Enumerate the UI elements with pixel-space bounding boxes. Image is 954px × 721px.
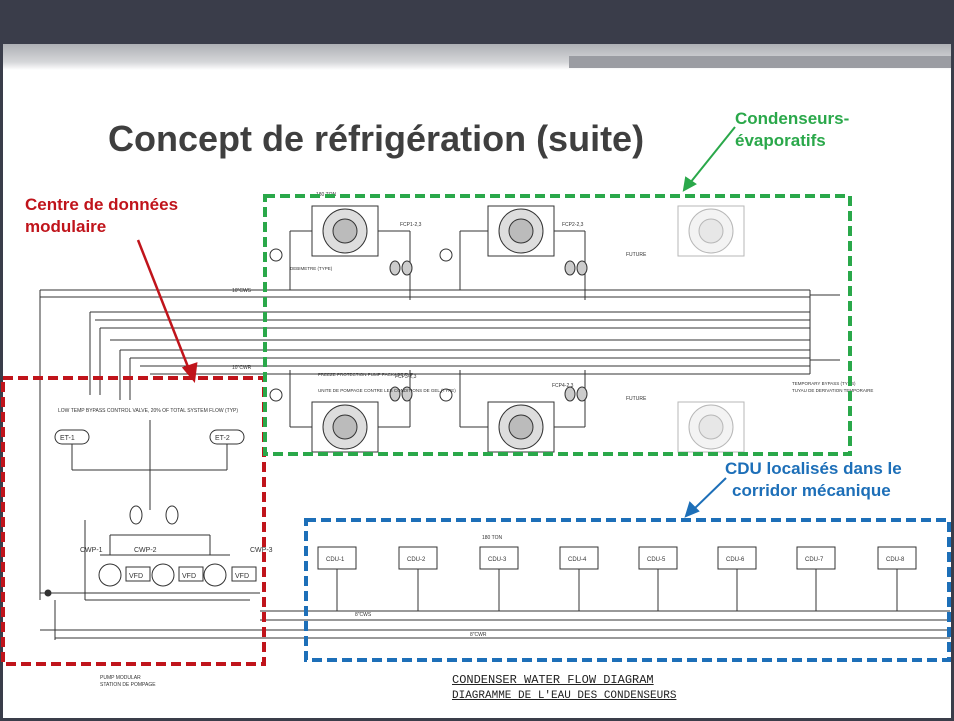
cdu-unit [717, 546, 757, 611]
cdu-unit [398, 546, 438, 611]
blue-dashed-box [304, 518, 951, 662]
cdu-unit [479, 546, 519, 611]
future-label-1: FUTURE [626, 252, 647, 258]
temp-bypass-note: TEMPORARY BYPASS (TYP.4) [792, 381, 856, 386]
fcp-label-1: FCP1-2,3 [400, 222, 422, 228]
pipe-label-cws: 8"CWS [355, 612, 372, 618]
pump-station [40, 420, 260, 601]
callout-evap-condensers-line1: Condenseurs- [735, 109, 850, 128]
callout-cdu: CDU localisés dans le corridor mécanique [725, 458, 902, 502]
callout-cdu-line2: corridor mécanique [732, 481, 891, 500]
diagram-caption-fr: DIAGRAMME DE L'EAU DES CONDENSEURS [452, 690, 677, 702]
callout-modular-datacenter-line1: Centre de données [25, 195, 179, 214]
pump-station-label: PUMP MODULAR [100, 675, 141, 681]
evaporative-condensers [269, 205, 745, 453]
condenser-unit-5 [487, 401, 555, 453]
green-arrow [682, 126, 736, 192]
header-bar [0, 0, 954, 44]
et2-label: ET-2 [215, 435, 230, 442]
red-arrow [136, 239, 198, 384]
cdu-unit [559, 546, 599, 611]
cdu-label-3: CDU-3 [488, 557, 507, 563]
cdu-label-8: CDU-8 [886, 557, 905, 563]
cdu-label-7: CDU-7 [805, 557, 824, 563]
cdu-unit [796, 546, 836, 611]
pipe-label-cwr: 8"CWR [470, 632, 487, 638]
red-dashed-box [1, 376, 266, 666]
fcp-label-3: FCP3-2,3 [395, 374, 417, 380]
callout-cdu-line1: CDU localisés dans le [725, 459, 902, 478]
cdu-label-6: CDU-6 [726, 557, 745, 563]
callout-evap-condensers: Condenseurs- évaporatifs [735, 108, 849, 152]
slide-title: Concept de réfrigération (suite) [108, 118, 645, 159]
cdu-label-2: CDU-2 [407, 557, 426, 563]
cdu-row [317, 546, 917, 611]
cdu-unit [638, 546, 678, 611]
callout-modular-datacenter: Centre de données modulaire [25, 194, 178, 238]
vfd-label-1: VFD [129, 573, 143, 580]
cdu-label-1: CDU-1 [326, 557, 345, 563]
supply-return-headers [39, 289, 950, 640]
cdu-label-4: CDU-4 [568, 557, 587, 563]
header-strip [569, 56, 954, 68]
bypass-note: LOW TEMP BYPASS CONTROL VALVE, 20% OF TO… [58, 408, 238, 414]
cdu-label-5: CDU-5 [647, 557, 666, 563]
vfd-label-2: VFD [182, 573, 196, 580]
pump-label-3: CWP-3 [250, 547, 273, 554]
vfd-label-3: VFD [235, 573, 249, 580]
frame-right [951, 0, 954, 721]
pipe-label-cwr10: 10"CWR [232, 365, 252, 371]
callout-evap-condensers-line2: évaporatifs [735, 131, 826, 150]
blue-arrow [684, 477, 727, 518]
condenser-unit-4 [311, 401, 379, 453]
callout-modular-datacenter-line2: modulaire [25, 217, 107, 236]
condenser-unit-3-future [677, 205, 745, 257]
future-label-2: FUTURE [626, 396, 647, 402]
pump-station-label-fr: STATION DE POMPAGE [100, 682, 156, 688]
flowmeter-note: DEBIMETRE (TYPE) [290, 266, 333, 271]
cdu-unit [877, 546, 917, 611]
frame-bottom [0, 718, 954, 721]
freeze-note-fr: UNITE DE POMPAGE CONTRE LES CONDITIONS D… [318, 388, 456, 393]
condenser-unit-1 [311, 205, 379, 257]
diagram-caption-en: CONDENSER WATER FLOW DIAGRAM [452, 673, 654, 687]
tonnage-label-cdu: 180 TON [482, 535, 502, 541]
pipe-label-cws10: 10"CWS [232, 288, 252, 294]
fcp-label-4: FCP4-2,3 [552, 383, 574, 389]
pump-label-2: CWP-2 [134, 547, 157, 554]
condenser-unit-2 [487, 205, 555, 257]
condenser-unit-6-future [677, 401, 745, 453]
temp-bypass-note-fr: TUYAU DE DERIVATION TEMPORAIRE [792, 388, 873, 393]
pump-label-1: CWP-1 [80, 547, 103, 554]
frame-left [0, 0, 3, 721]
et1-label: ET-1 [60, 435, 75, 442]
fcp-label-2: FCP2-2,3 [562, 222, 584, 228]
freeze-note: FREEZE PROTECTION PUMP PACKAGE TYP [318, 372, 413, 377]
cdu-unit [317, 546, 357, 611]
green-dashed-box [263, 194, 852, 456]
